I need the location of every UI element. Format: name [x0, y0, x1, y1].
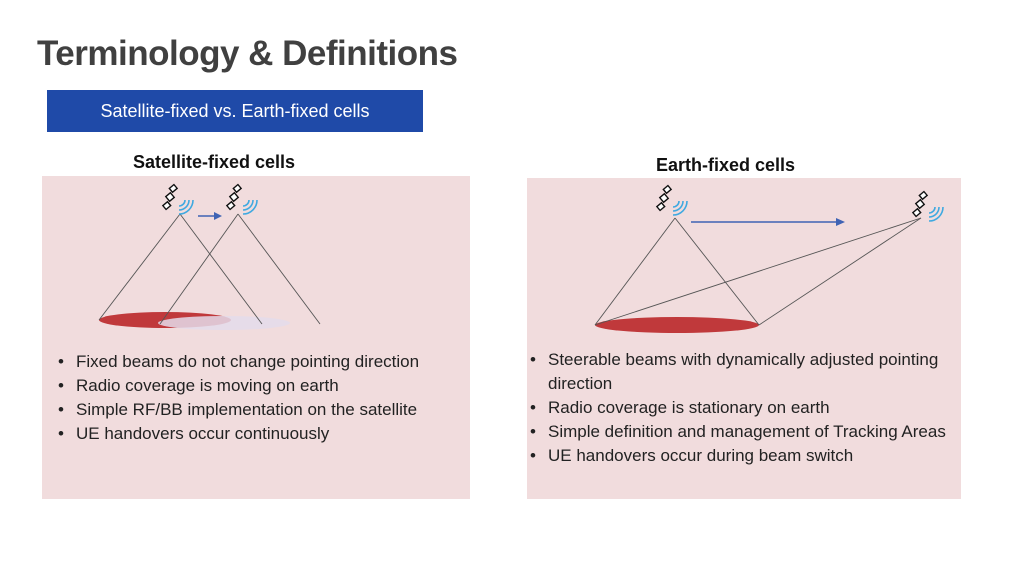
signal-waves-icon — [928, 206, 944, 222]
subtitle-banner: Satellite-fixed vs. Earth-fixed cells — [47, 90, 423, 132]
satellite-icon — [162, 183, 178, 211]
list-item: Steerable beams with dynamically adjuste… — [528, 348, 948, 396]
satellite-fixed-bullets: Fixed beams do not change pointing direc… — [56, 350, 466, 446]
signal-waves-icon — [242, 199, 258, 215]
list-item: Simple definition and management of Trac… — [528, 420, 948, 444]
earth-fixed-bullets: Steerable beams with dynamically adjuste… — [528, 348, 948, 468]
list-item: Radio coverage is moving on earth — [56, 374, 466, 398]
signal-waves-icon — [672, 200, 688, 216]
coverage-footprint-moved — [158, 316, 290, 330]
list-item: UE handovers occur continuously — [56, 422, 466, 446]
right-heading: Earth-fixed cells — [656, 155, 796, 175]
satellite-fixed-panel: Fixed beams do not change pointing direc… — [42, 176, 470, 499]
subtitle-text: Satellite-fixed vs. Earth-fixed cells — [100, 100, 370, 121]
arrow-right-icon — [691, 218, 845, 226]
earth-fixed-diagram — [594, 184, 944, 333]
left-heading: Satellite-fixed cells — [133, 152, 296, 172]
list-item: UE handovers occur during beam switch — [528, 444, 948, 468]
list-item: Radio coverage is stationary on earth — [528, 396, 948, 420]
list-item: Fixed beams do not change pointing direc… — [56, 350, 466, 374]
slide-title: Terminology & Definitions — [37, 34, 458, 73]
earth-fixed-panel: Steerable beams with dynamically adjuste… — [527, 178, 961, 499]
satellite-icon — [912, 190, 928, 218]
satellite-icon — [226, 183, 242, 211]
list-item: Simple RF/BB implementation on the satel… — [56, 398, 466, 422]
satellite-fixed-diagram — [98, 183, 321, 330]
satellite-icon — [656, 184, 672, 212]
coverage-footprint — [595, 317, 759, 333]
signal-waves-icon — [178, 199, 194, 215]
arrow-right-icon — [198, 212, 222, 220]
